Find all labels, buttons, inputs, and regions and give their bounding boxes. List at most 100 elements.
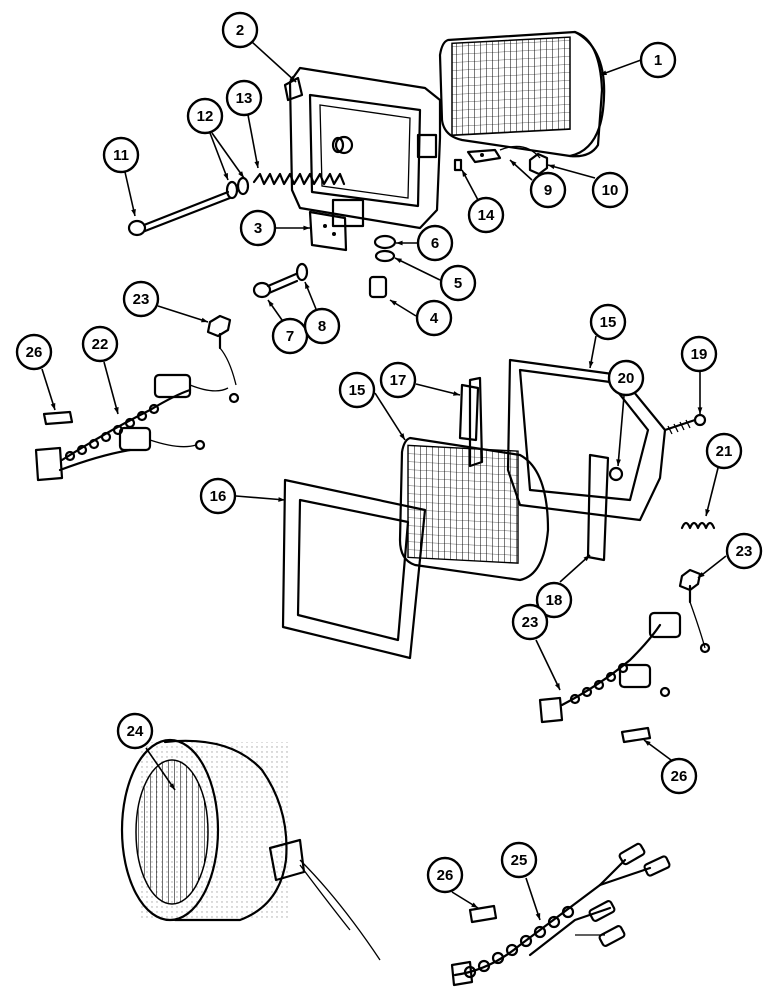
arrowhead [113,407,119,414]
callout-circle [338,371,376,409]
callout-number: 26 [671,768,688,785]
leader-line [374,392,406,441]
round-lamp-24 [120,738,381,961]
callout-26: 26 [643,739,698,795]
callout-number: 25 [511,852,528,869]
callout-circle [529,171,567,209]
fasteners-4-5-6 [368,234,397,299]
callout-circle [102,136,140,174]
callout-number: 9 [544,182,552,199]
callout-circle [426,856,464,894]
leader-line [705,467,719,517]
arrowhead [390,300,397,306]
callout-number: 23 [736,543,753,560]
leader-line [394,257,441,281]
lamp-1-lower [398,436,550,582]
callout-circle [439,264,477,302]
callout-number: 23 [522,614,539,631]
brackets-17 [458,383,610,562]
arrowhead [535,913,541,920]
arrowhead [131,209,136,216]
callout-14: 14 [461,169,505,234]
callout-24: 24 [116,712,176,791]
arrowhead [644,740,651,746]
callout-number: 13 [236,90,253,107]
arrowhead [399,433,405,440]
bezel-16 [281,478,427,660]
callout-circle [500,841,538,879]
callout-26: 26 [426,856,479,909]
leader-line [599,59,642,76]
callout-circle [511,603,549,641]
callout-circle [116,712,154,750]
callout-10: 10 [547,164,629,209]
callout-number: 11 [113,147,129,164]
bracket-3 [308,210,348,252]
harness-25 [450,842,671,987]
washers-12 [225,136,345,200]
arrowhead [268,300,274,307]
arrowhead [588,361,594,368]
spring-20 [680,521,716,530]
callout-number: 26 [26,344,43,361]
callout-circle [535,581,573,619]
arrowhead [600,70,607,75]
callout-number: 12 [197,108,214,125]
leader-line [211,132,245,179]
clip-9-nut-10 [453,145,549,176]
spacer-19 [608,466,624,482]
callout-26: 26 [15,333,56,411]
callout-16: 16 [199,477,286,515]
callout-number: 23 [133,291,150,308]
callout-23: 23 [122,280,209,323]
arrowhead [554,683,560,690]
callout-6: 6 [396,224,454,262]
callout-number: 7 [286,328,294,345]
spring-13 [252,172,346,186]
arrowhead [698,572,705,578]
callout-25: 25 [500,841,541,921]
callout-23: 23 [511,603,561,691]
callout-13: 13 [225,79,263,169]
callout-9: 9 [509,159,567,209]
callout-number: 16 [210,488,227,505]
arrowhead [616,459,621,466]
callout-8: 8 [303,281,341,345]
callout-11: 11 [102,136,140,217]
callout-12: 12 [186,97,245,181]
arrowhead [510,160,517,167]
bolt-7-washer-8 [252,262,309,299]
callout-20: 20 [607,359,645,467]
callout-circle [589,303,627,341]
callout-circle [239,209,277,247]
callout-circle [660,757,698,795]
arrowhead [278,497,285,502]
callout-number: 15 [349,382,366,399]
arrowhead [705,509,710,516]
arrowhead [583,555,590,562]
arrowhead [238,171,244,178]
callout-number: 18 [546,592,563,609]
callout-number: 6 [431,235,439,252]
leader-line [157,305,209,323]
callout-4: 4 [389,299,453,337]
callout-21: 21 [705,432,743,517]
arrowhead [453,391,460,396]
arrowhead [201,317,208,323]
callout-circle [416,224,454,262]
callout-circle [639,41,677,79]
callout-1: 1 [599,41,677,79]
leader-line [251,41,297,83]
leader-line [525,877,541,921]
callout-number: 2 [236,22,244,39]
callout-circle [225,79,263,117]
callout-number: 14 [478,207,495,224]
arrowhead [548,164,555,170]
arrowhead [303,225,310,231]
callout-circle [199,477,237,515]
callout-15: 15 [588,303,627,369]
callout-number: 17 [390,372,407,389]
callout-circle [607,359,645,397]
callout-circle [122,280,160,318]
